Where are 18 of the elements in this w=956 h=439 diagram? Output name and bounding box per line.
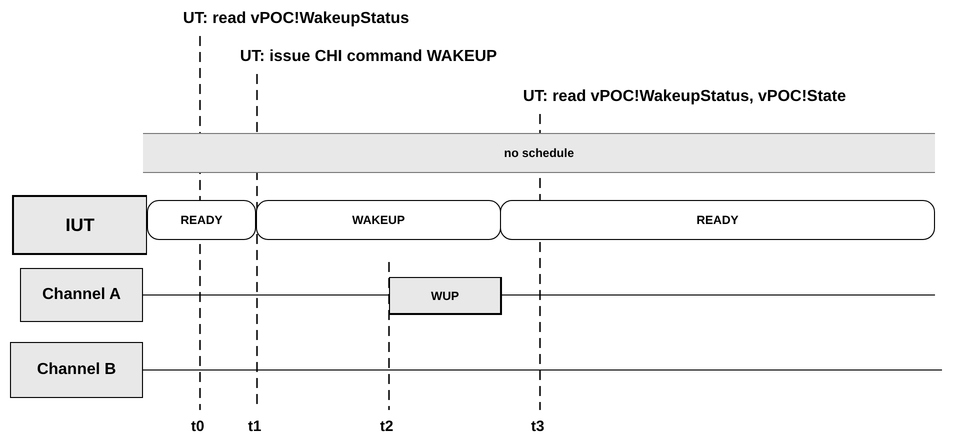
node-text: WAKEUP [352,213,405,227]
channel-label-box [10,342,143,398]
node-text: READY [696,213,738,227]
state-segment [500,200,935,240]
frame-box [389,277,502,315]
node-text: Channel A [42,286,121,304]
state-segment [147,200,256,240]
node-text: READY [180,213,222,227]
node-text: IUT [66,214,94,236]
state-segment [256,200,501,240]
step-note: UT: read vPOC!WakeupStatus, vPOC!State [523,88,846,106]
channel-label-box [20,268,143,322]
step-note: UT: read vPOC!WakeupStatus [183,10,410,28]
node-label-box [12,195,147,255]
node-text: no schedule [504,146,574,160]
node-text: Channel B [36,361,116,379]
node-text: WUP [431,288,459,302]
schedule-band [143,133,935,173]
